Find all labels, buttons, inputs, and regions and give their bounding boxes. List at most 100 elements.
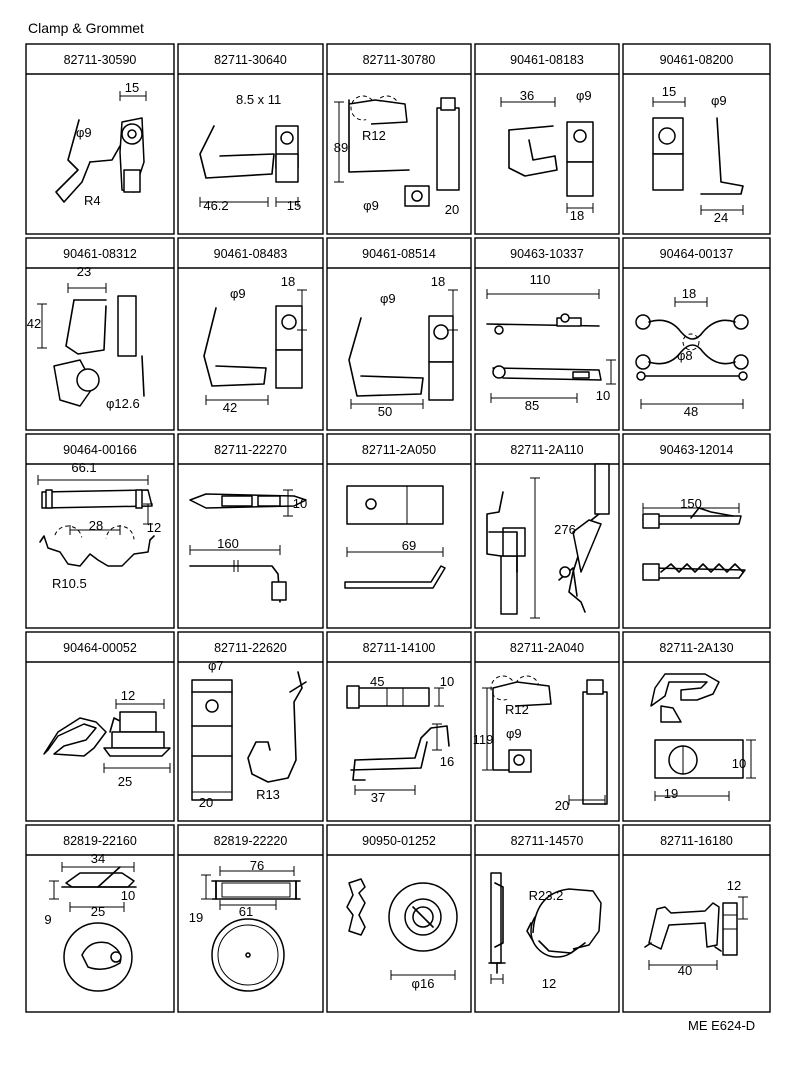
dimension-label: 10 xyxy=(293,496,307,511)
drawing-stroke xyxy=(492,365,506,379)
drawing-stroke xyxy=(566,161,594,197)
part-number-label: 82711-2A110 xyxy=(510,443,583,457)
drawing-stroke xyxy=(135,489,143,509)
drawing-stroke xyxy=(247,671,303,783)
dimension-label: 110 xyxy=(530,272,551,287)
drawing-stroke xyxy=(586,679,604,695)
dimension-label: 20 xyxy=(555,798,569,813)
dimension-label: 61 xyxy=(239,904,253,919)
catalog-cell-border xyxy=(326,237,472,431)
dimension-label: 12 xyxy=(727,878,741,893)
drawing-stroke xyxy=(648,319,736,340)
drawing-stroke xyxy=(352,759,366,781)
drawing-stroke xyxy=(636,371,646,381)
dimension-label: 42 xyxy=(27,316,41,331)
dimension-label: φ12.6 xyxy=(106,396,140,411)
clamp-drawing xyxy=(346,878,458,980)
dimension-label: 12 xyxy=(147,520,161,535)
clamp-drawing xyxy=(55,91,147,203)
drawing-stroke xyxy=(221,882,291,898)
drawing-stroke xyxy=(76,368,100,392)
clamp-drawing xyxy=(642,503,746,581)
dimension-label: 8.5 x 11 xyxy=(236,92,281,107)
catalog-cell-border xyxy=(474,433,620,629)
drawing-stroke xyxy=(494,325,504,335)
drawing-stroke xyxy=(141,355,145,397)
dimension-label: 10 xyxy=(732,756,746,771)
catalog-cell-border xyxy=(622,43,771,235)
part-number-label: 82711-14570 xyxy=(511,834,584,848)
part-number-label: 82711-30590 xyxy=(64,53,137,67)
dimension-label: 20 xyxy=(199,795,213,810)
clamp-drawing xyxy=(650,673,756,801)
drawing-stroke xyxy=(111,731,165,749)
drawing-stroke xyxy=(119,711,157,733)
footer-code: ME E624-D xyxy=(688,1018,756,1033)
catalog-cell-border xyxy=(474,43,620,235)
dimension-label: R12 xyxy=(505,702,529,717)
dimension-label: 276 xyxy=(554,522,576,537)
dimension-label: 66.1 xyxy=(71,460,96,475)
drawing-stroke xyxy=(660,705,682,723)
part-number-label: 90463-10337 xyxy=(510,247,584,261)
drawing-stroke xyxy=(191,679,233,801)
clamp-drawing xyxy=(37,475,155,567)
drawing-stroke xyxy=(502,527,526,557)
part-number-label: 90463-12014 xyxy=(660,443,734,457)
dimension-label: 28 xyxy=(89,518,103,533)
dimension-label: 18 xyxy=(431,274,445,289)
part-number-label: 82711-2A130 xyxy=(659,641,733,655)
drawing-stroke xyxy=(690,507,734,519)
drawing-stroke xyxy=(559,566,571,578)
drawing-stroke xyxy=(350,741,428,771)
clamp-drawing xyxy=(203,289,307,405)
part-number-label: 82819-22220 xyxy=(214,834,288,848)
drawing-stroke xyxy=(572,371,590,379)
dimension-label: 15 xyxy=(662,84,676,99)
catalog-cell-border xyxy=(25,237,175,431)
dimension-label: 89 xyxy=(334,140,348,155)
drawing-stroke xyxy=(500,555,518,615)
clamp-drawing xyxy=(486,463,610,619)
dimension-label: φ9 xyxy=(506,726,522,741)
catalog-cell-border xyxy=(474,824,620,1013)
drawing-stroke xyxy=(354,725,450,761)
page-title: Clamp & Grommet xyxy=(28,20,144,36)
dimension-label: 45 xyxy=(370,674,384,689)
part-number-label: 82711-22620 xyxy=(214,641,287,655)
drawing-stroke xyxy=(275,153,299,183)
dimension-label: 48 xyxy=(684,404,698,419)
dimension-label: 25 xyxy=(118,774,132,789)
drawing-stroke xyxy=(221,495,253,507)
dimension-label: 36 xyxy=(520,88,534,103)
drawing-stroke xyxy=(635,354,651,370)
drawing-stroke xyxy=(346,878,366,936)
drawing-stroke xyxy=(654,739,744,779)
dimension-label: 40 xyxy=(678,963,692,978)
drawing-stroke xyxy=(560,313,570,323)
dimension-label: R10.5 xyxy=(52,576,87,591)
dimension-label: φ16 xyxy=(412,976,435,991)
part-number-label: 90461-08183 xyxy=(510,53,584,67)
dimension-label: 12 xyxy=(542,976,556,991)
dimension-label: 34 xyxy=(91,851,105,866)
part-number-label: 90950-01252 xyxy=(362,834,436,848)
part-number-label: 82711-22270 xyxy=(214,443,287,457)
drawing-stroke xyxy=(508,129,558,177)
catalog-cell-border xyxy=(177,43,324,235)
catalog-cell-border xyxy=(326,433,472,629)
clamp-drawing xyxy=(334,95,460,207)
dimension-label: φ9 xyxy=(711,93,727,108)
dimension-label: 69 xyxy=(402,538,416,553)
part-number-label: 82711-2A050 xyxy=(362,443,436,457)
dimension-label: 160 xyxy=(217,536,239,551)
drawing-stroke xyxy=(103,747,171,757)
drawing-stroke xyxy=(344,565,446,589)
drawing-stroke xyxy=(97,866,121,888)
drawing-stroke xyxy=(635,314,651,330)
drawing-stroke xyxy=(488,531,518,573)
drawing-stroke xyxy=(573,129,587,143)
part-number-label: 82711-30780 xyxy=(363,53,436,67)
catalog-cell-border xyxy=(622,433,771,629)
drawing-stroke xyxy=(348,99,410,173)
